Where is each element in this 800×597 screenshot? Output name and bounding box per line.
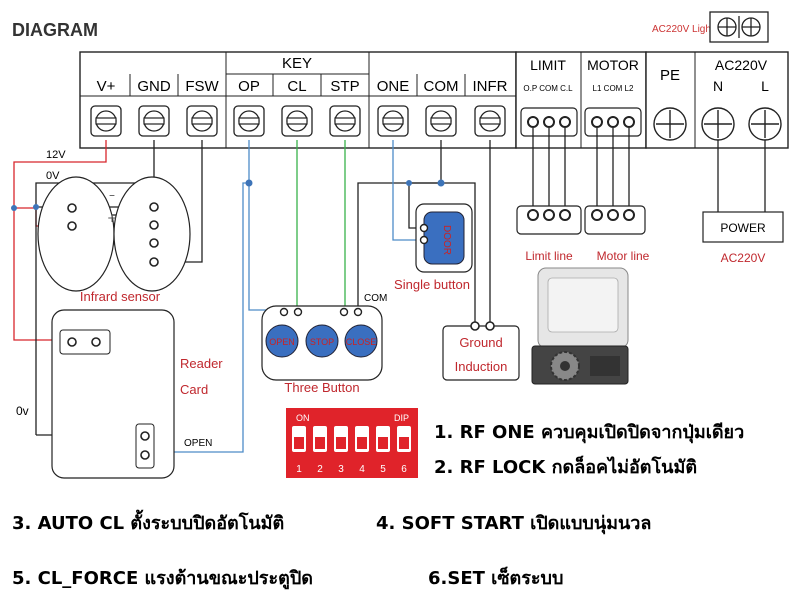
light-label: AC220V Light	[652, 24, 714, 35]
single-button: DOOR Single button	[394, 203, 473, 292]
motor-label: MOTOR	[587, 57, 639, 73]
screw-terminal-icon	[90, 105, 122, 137]
terminal-label: STP	[330, 78, 359, 95]
limit-sub-label: O.P COM C.L	[523, 84, 573, 93]
ground-label-1: Ground	[459, 335, 502, 350]
page-title: DIAGRAM	[12, 20, 98, 40]
neutral-terminal-icon	[701, 107, 735, 141]
setting-3: 3. AUTO CL ตั้งระบบปิดอัตโนมัติ	[12, 513, 285, 534]
terminal-label: V+	[97, 78, 116, 95]
wire-0v-bottom-label: 0v	[16, 404, 29, 418]
ac-label: AC220V	[715, 57, 768, 73]
screw-terminal-icon	[233, 105, 265, 137]
wire-op-open	[248, 183, 286, 311]
reader-label-2: Card	[180, 382, 208, 397]
screw-terminal-icon	[138, 105, 170, 137]
wire-12v-reader	[13, 208, 66, 341]
power-box: POWER AC220V	[702, 211, 784, 265]
setting-1: 1. RF ONE ควบคุมเปิดปิดจากปุ่มเดียว	[434, 422, 745, 443]
dip-label: DIP	[394, 413, 409, 423]
btn-close-label: CLOSE	[346, 337, 377, 347]
wire-12v	[13, 140, 107, 208]
ground-label-2: Induction	[455, 359, 508, 374]
terminal-label: GND	[137, 78, 171, 95]
wire-0v-label: 0V	[46, 170, 60, 182]
three-button-label: Three Button	[284, 380, 359, 395]
btn-open-label: OPEN	[269, 337, 295, 347]
gate-motor-image	[531, 267, 629, 385]
wire-12v-label: 12V	[46, 149, 66, 161]
ac-l-label: L	[761, 78, 769, 94]
reader-label-1: Reader	[180, 356, 223, 371]
wire-gnd	[35, 140, 155, 435]
dip-number: 5	[380, 464, 386, 475]
live-terminal-icon	[748, 107, 782, 141]
dip-number: 2	[317, 464, 323, 475]
dip-switch: ON DIP 1 2 3 4 5 6	[286, 408, 418, 478]
limit-label: LIMIT	[530, 57, 566, 73]
motor-line: Motor line	[584, 205, 650, 263]
wire-open-label: OPEN	[184, 438, 212, 449]
limit-line: Limit line	[516, 205, 582, 263]
infrared-sensor: – + Infrard sensor	[37, 176, 191, 304]
terminal-label: CL	[287, 78, 306, 95]
three-button: OPEN STOP CLOSE Three Button	[261, 305, 383, 395]
lamp-icon	[709, 11, 769, 43]
ground-terminal-icon	[653, 107, 687, 141]
wire-com-ground	[441, 182, 476, 300]
terminal-labels: V+ GND FSW OP CL STP ONE COM INFR	[97, 78, 508, 95]
ground-induction: Ground Induction	[442, 321, 520, 381]
door-label: DOOR	[441, 225, 452, 255]
junction-dots	[11, 179, 445, 439]
ac-n-label: N	[713, 78, 723, 94]
screw-terminal-icon	[425, 105, 457, 137]
screw-terminals	[90, 105, 506, 137]
svg-text:–: –	[109, 188, 115, 202]
wire-op	[150, 140, 250, 453]
dip-number: 3	[338, 464, 344, 475]
pe-label: PE	[660, 67, 680, 84]
limit-line-label: Limit line	[525, 249, 573, 263]
terminal-label: OP	[238, 78, 260, 95]
wire-one	[392, 140, 424, 241]
key-group-label: KEY	[282, 55, 312, 72]
dip-number: 1	[296, 464, 302, 475]
dip-on-label: ON	[296, 413, 310, 423]
screw-terminal-icon	[377, 105, 409, 137]
dip-number: 4	[359, 464, 365, 475]
single-button-label: Single button	[394, 277, 470, 292]
infrared-sensor-label: Infrard sensor	[80, 289, 161, 304]
power-ac-label: AC220V	[721, 251, 766, 265]
screw-terminal-icon	[474, 105, 506, 137]
motor-line-label: Motor line	[597, 249, 650, 263]
btn-stop-label: STOP	[310, 337, 334, 347]
motor-sub-label: L1 COM L2	[593, 84, 634, 93]
setting-2: 2. RF LOCK กดล็อคไม่อัตโนมัติ	[434, 457, 698, 478]
setting-6: 6.SET เซ็ตระบบ	[428, 568, 564, 589]
terminal-label: FSW	[185, 78, 219, 95]
power-label: POWER	[720, 221, 766, 235]
wire-com-label: COM	[364, 293, 387, 304]
terminal-label: COM	[424, 78, 459, 95]
wire-com-three	[357, 140, 442, 312]
dip-number: 6	[401, 464, 407, 475]
reader-card: Reader Card	[51, 309, 223, 479]
limit-motor-block: LIMIT O.P COM C.L MOTOR L1 COM L2	[515, 51, 647, 149]
screw-terminal-icon	[186, 105, 218, 137]
dip-toggle-knobs	[294, 437, 409, 449]
setting-4: 4. SOFT START เปิดแบบนุ่มนวล	[376, 513, 652, 534]
terminal-label: INFR	[473, 78, 508, 95]
terminal-label: ONE	[377, 78, 410, 95]
setting-5: 5. CL_FORCE แรงต้านขณะประตูปิด	[12, 568, 313, 589]
ac-block: PE AC220V N L	[645, 51, 789, 149]
screw-terminal-icon	[329, 105, 361, 137]
screw-terminal-icon	[281, 105, 313, 137]
svg-text:+: +	[107, 211, 117, 225]
